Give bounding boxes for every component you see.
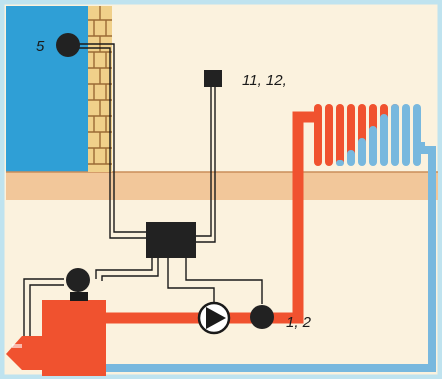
room-unit (204, 70, 222, 87)
flow-sensor (250, 305, 274, 329)
radiator-cold-section (336, 104, 421, 166)
boiler (6, 292, 106, 376)
room-unit-label: 11, 12, (242, 72, 287, 89)
outdoor-sky (6, 6, 88, 172)
floor-band (6, 172, 438, 200)
outdoor-sensor-label: 5 (36, 38, 45, 55)
controller (146, 222, 196, 258)
brick-wall (88, 6, 112, 172)
control-wiring (23, 43, 263, 336)
radiator (314, 104, 421, 166)
boiler-sensor (66, 268, 90, 292)
pump (197, 301, 231, 335)
outdoor-sensor (56, 33, 80, 57)
flow-sensor-label: 1, 2 (286, 314, 312, 331)
